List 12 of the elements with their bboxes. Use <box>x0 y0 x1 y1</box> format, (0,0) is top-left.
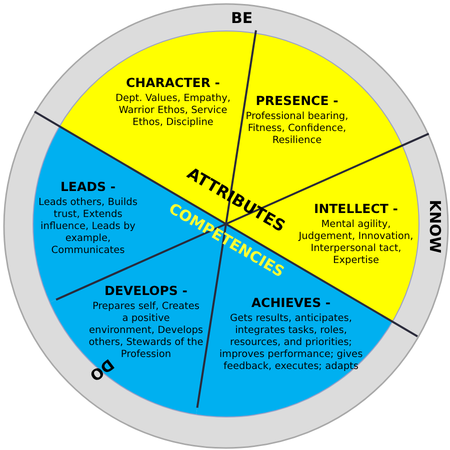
segment-heading: PRESENCE - <box>256 93 338 108</box>
ring-label: BE <box>231 10 253 26</box>
segment-heading: LEADS - <box>60 179 116 194</box>
segment-heading: ACHIEVES - <box>251 295 331 310</box>
ring-label: KNOW <box>426 199 442 253</box>
segment-heading: INTELLECT - <box>314 201 398 216</box>
segment-heading: CHARACTER - <box>126 75 220 90</box>
segment-description: Mental agility, Judgement, Innovation, Interpersonal tact, Expertise <box>298 219 414 267</box>
segment-description: Dept. Values, Empathy, Warrior Ethos, Service Ethos, Discipline <box>114 93 232 129</box>
segment-description: Leads others, Builds trust, Extends influence, Leads by example, Communicates <box>38 197 138 257</box>
segment-description: Professional bearing, Fitness, Confidence, Resilience <box>244 111 350 147</box>
segment-heading: DEVELOPS - <box>104 283 188 298</box>
